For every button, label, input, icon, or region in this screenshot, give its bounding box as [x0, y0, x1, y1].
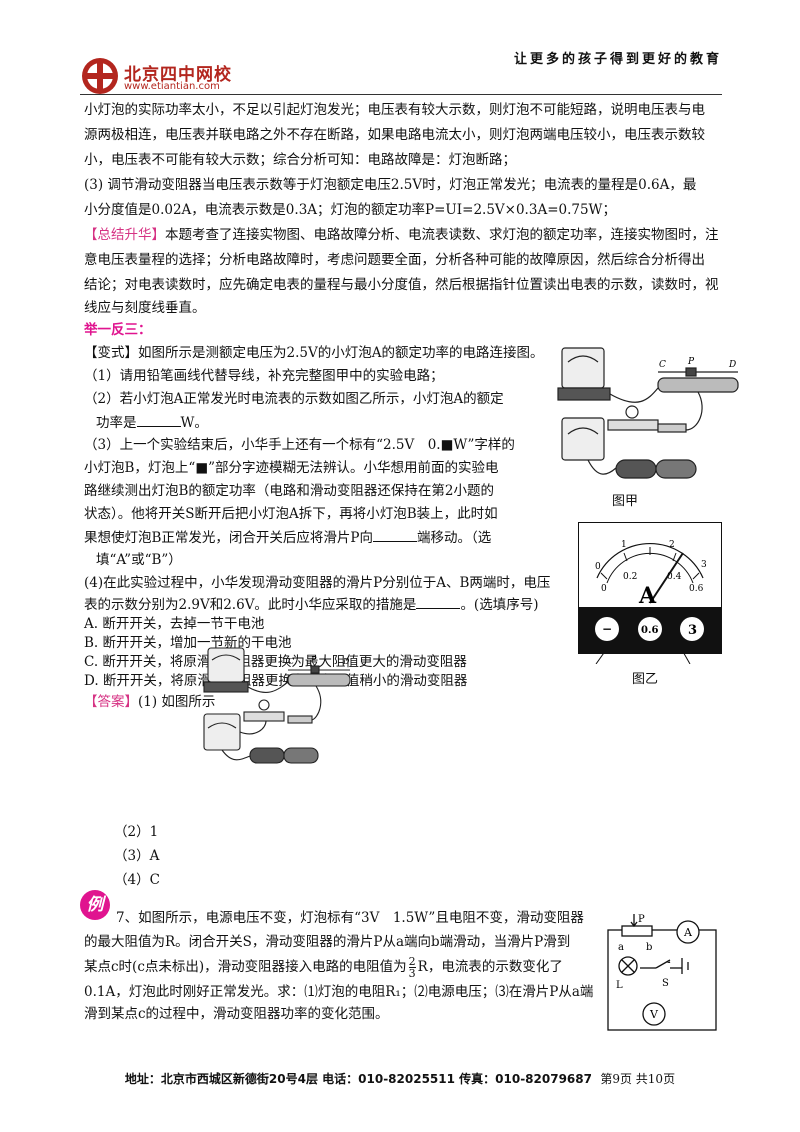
svg-text:1: 1 — [621, 540, 627, 550]
svg-text:P: P — [687, 357, 695, 367]
svg-text:C: C — [288, 657, 294, 666]
example-text: 7、如图所示，电源电压不变，灯泡标有“3V 1.5W”且电阻不变，滑动变阻器 — [116, 910, 584, 926]
svg-text:2: 2 — [669, 540, 675, 550]
svg-text:−: − — [602, 622, 612, 636]
switch — [657, 423, 687, 433]
figure-yi-label: 图乙 — [632, 672, 659, 687]
lamp-base — [607, 419, 659, 431]
svg-text:V: V — [649, 1008, 659, 1021]
variant-q3: 状态）。他将开关S断开后把小灯泡A拆下，再将小灯泡B装上，此时如 — [84, 506, 498, 522]
variant-q3: 小灯泡B，灯泡上“■”部分字迹模糊无法辨认。小华想用前面的实验电 — [84, 460, 499, 476]
body-line: 小灯泡的实际功率太小，不足以引起灯泡发光；电压表有较大示数，则灯泡不可能短路，说… — [84, 102, 705, 118]
figure-yi-ammeter: 0 1 2 3 0 0.2 0.4 0.6 A − 0.6 3 — [578, 522, 722, 654]
summary-line: 【总结升华】本题考查了连接实物图、电路故障分析、电流表读数、求灯泡的额定功率，连… — [84, 227, 719, 243]
answer-apparatus-figure: C P D — [203, 647, 351, 764]
rheostat — [657, 377, 739, 393]
variant-q2: （2）若小灯泡A正常发光时电流表的示数如图乙所示，小灯泡A的额定 — [84, 391, 504, 407]
ammeter-legs — [595, 650, 691, 664]
svg-text:0: 0 — [601, 584, 607, 594]
ammeter-box — [561, 417, 605, 461]
summary-line: 意电压表量程的选择；分析电路故障时，考虑问题要全面，分析各种可能的故障原因，然后… — [84, 252, 705, 268]
svg-text:a: a — [618, 942, 624, 953]
circuit-diagram: P a b A L S V — [607, 914, 717, 1031]
ammeter-dial-icon: 0 1 2 3 0 0.2 0.4 0.6 A − 0.6 3 — [579, 540, 721, 653]
logo-title: 北京四中网校 — [124, 65, 232, 85]
section-title: 举一反三： — [84, 322, 152, 338]
svg-text:C: C — [659, 360, 666, 370]
option-c: C. 断开开关，将原滑动变阻器更换为最大阻值更大的滑动变阻器 — [84, 654, 467, 670]
svg-text:D: D — [728, 360, 736, 370]
svg-text:D: D — [342, 657, 350, 666]
voltmeter — [561, 347, 605, 389]
svg-text:A: A — [638, 583, 657, 609]
summary-line: 结论；对电表读数时，应先确定电表的量程与最小分度值，然后根据指针位置读出电表的示… — [84, 277, 719, 293]
logo-url: www.etiantian.com — [124, 81, 220, 92]
svg-text:0: 0 — [595, 562, 601, 572]
summary-line: 线应与刻度线垂直。 — [84, 300, 206, 316]
example-text: 的最大阻值为R。闭合开关S，滑动变阻器的滑片P从a端向b端滑动，当滑片P滑到 — [84, 934, 571, 950]
answer-blank[interactable] — [373, 527, 418, 542]
svg-text:P: P — [638, 914, 645, 925]
answer-tag: 【答案】 — [84, 694, 138, 710]
svg-text:L: L — [616, 980, 623, 991]
figure-jia-label: 图甲 — [612, 494, 639, 509]
svg-text:3: 3 — [701, 560, 707, 570]
body-line: 源两极相连，电压表并联电路之外不存在断路，如果电路电流太小，则灯泡两端电压较小，… — [84, 127, 705, 143]
variant-q1: （1）请用铅笔画线代替导线，补充完整图甲中的实验电路； — [84, 368, 444, 384]
option-a: A. 断开开关，去掉一节干电池 — [84, 616, 265, 632]
example-text: 滑到某点c的过程中，滑动变阻器功率的变化范围。 — [84, 1006, 389, 1022]
variant-q4: 表的示数分别为2.9V和2.6V。此时小华应采取的措施是。(选填序号) — [84, 594, 538, 615]
answer-line: （2）1 — [114, 824, 159, 840]
answer-blank[interactable] — [136, 412, 181, 427]
answer-line: （3）A — [114, 848, 160, 864]
option-b: B. 断开开关，增加一节新的干电池 — [84, 635, 292, 651]
body-line: 小，电压表不可能有较大示数；综合分析可知：电路故障是：灯泡断路； — [84, 152, 516, 168]
svg-text:b: b — [646, 942, 652, 953]
footer-address: 地址：北京市西城区新德街20号4层 电话：010-82025511 传真：010… — [124, 1072, 592, 1086]
variant-q3: 路继续测出灯泡B的额定功率（电路和滑动变阻器还保持在第2小题的 — [84, 483, 495, 499]
svg-text:0.6: 0.6 — [641, 625, 658, 636]
logo: 北京四中网校 www.etiantian.com — [80, 56, 280, 96]
footer-page: 第9页 共10页 — [600, 1072, 676, 1086]
answer-blank[interactable] — [416, 594, 461, 609]
variant-q3: 果想使灯泡B正常发光，闭合开关后应将滑片P向端移动。（选 — [84, 527, 491, 548]
summary-tag: 【总结升华】 — [84, 227, 165, 243]
header-divider — [80, 94, 722, 95]
svg-text:0.4: 0.4 — [667, 572, 682, 582]
battery-2 — [655, 459, 697, 479]
svg-text:0.2: 0.2 — [623, 572, 637, 582]
variant-q4: (4)在此实验过程中，小华发现滑动变阻器的滑片P分别位于A、B两端时，电压 — [84, 575, 551, 591]
svg-text:3: 3 — [688, 623, 697, 638]
body-line: 小分度值是0.02A，电流表示数是0.3A；灯泡的额定功率P=UI=2.5V×0… — [84, 202, 616, 218]
example-text: 0.1A，灯泡此时刚好正常发光。求：⑴灯泡的电阻R₁；⑵电源电压；⑶在滑片P从a… — [84, 984, 594, 1000]
logo-emblem-icon — [82, 58, 118, 94]
battery-1 — [615, 459, 657, 479]
svg-text:A: A — [683, 926, 693, 939]
lamp — [625, 405, 639, 419]
example-badge: 例 — [80, 890, 110, 920]
svg-text:P: P — [310, 655, 317, 664]
variant-q3-tail: 填“A”或“B”） — [96, 552, 182, 568]
figure-jia-apparatus: C P D — [557, 347, 739, 479]
footer: 地址：北京市西城区新德街20号4层 电话：010-82025511 传真：010… — [0, 1070, 800, 1087]
svg-text:S: S — [662, 978, 669, 989]
variant-q3: （3）上一个实验结束后，小华手上还有一个标有“2.5V 0.■W”字样的 — [84, 437, 515, 453]
variant-intro: 【变式】如图所示是测额定电压为2.5V的小灯泡A的额定功率的电路连接图。 — [84, 345, 544, 361]
body-line: (3) 调节滑动变阻器当电压表示数等于灯泡额定电压2.5V时，灯泡正常发光；电流… — [84, 177, 697, 193]
answer-line: （4）C — [114, 872, 160, 888]
option-d: D. 断开开关，将原滑动变阻器更换为最大阻值稍小的滑动变阻器 — [84, 673, 468, 689]
svg-text:0.6: 0.6 — [689, 584, 704, 594]
header-slogan: 让更多的孩子得到更好的教育 — [513, 52, 722, 67]
answer-line: 【答案】(1) 如图所示 — [84, 694, 216, 710]
